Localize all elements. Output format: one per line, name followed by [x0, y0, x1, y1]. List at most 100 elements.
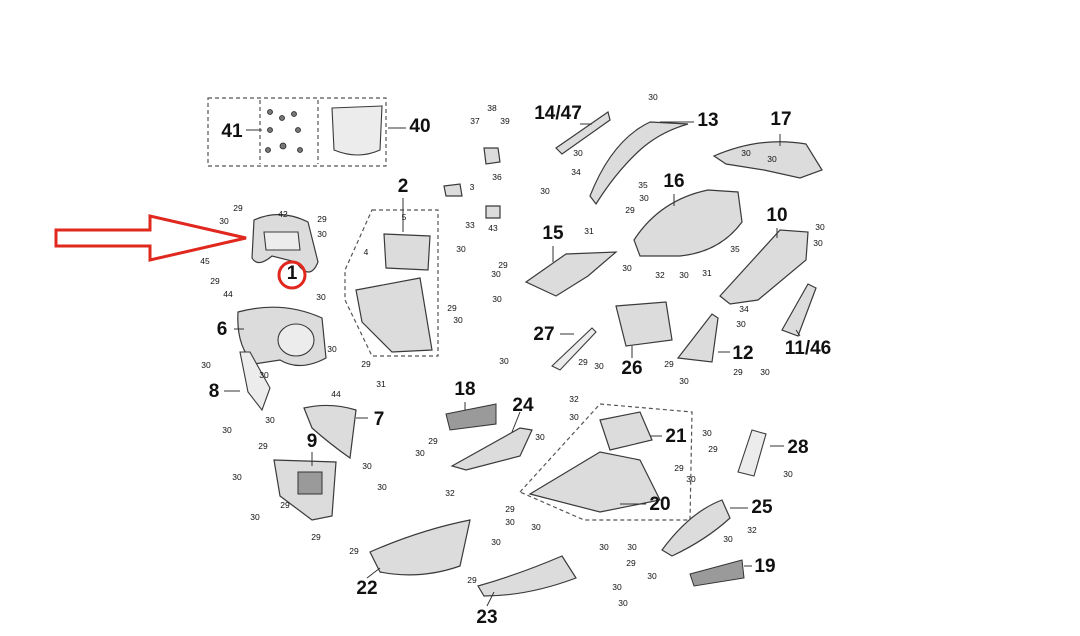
part-label-23: 23 [476, 607, 497, 628]
fastener-label-30: 30 [540, 186, 550, 196]
fastener-label-30: 30 [702, 428, 712, 438]
part-label-26: 26 [621, 358, 642, 379]
fastener-label-29: 29 [733, 367, 743, 377]
fastener-label-30: 30 [415, 448, 425, 458]
fastener-label-32: 32 [569, 394, 579, 404]
fastener-label-29: 29 [311, 532, 321, 542]
fastener-label-35: 35 [638, 180, 648, 190]
fastener-label-38: 38 [487, 103, 497, 113]
fastener-label-30: 30 [723, 534, 733, 544]
fastener-label-30: 30 [222, 425, 232, 435]
fastener-label-30: 30 [362, 461, 372, 471]
fastener-label-30: 30 [627, 542, 637, 552]
part-label-19: 19 [754, 556, 775, 577]
part-label-18: 18 [454, 379, 475, 400]
fastener-label-30: 30 [377, 482, 387, 492]
part-label-6: 6 [217, 319, 228, 340]
part-label-27: 27 [533, 324, 554, 345]
fastener-label-32: 32 [445, 488, 455, 498]
fastener-label-30: 30 [760, 367, 770, 377]
part-7-inner-cover [303, 404, 357, 460]
part-17-rear-cover [712, 141, 823, 179]
fastener-label-29: 29 [625, 205, 635, 215]
part-19-mat [689, 559, 745, 587]
fastener-label-3: 3 [470, 182, 475, 192]
part-label-14-47: 14/47 [534, 103, 582, 124]
fastener-label-39: 39 [500, 116, 510, 126]
fastener-label-37: 37 [470, 116, 480, 126]
fastener-label-29: 29 [349, 546, 359, 556]
fastener-label-30: 30 [265, 415, 275, 425]
fastener-label-32: 32 [747, 525, 757, 535]
fastener-label-29: 29 [258, 441, 268, 451]
fastener-label-30: 30 [648, 92, 658, 102]
fastener-label-30: 30 [647, 571, 657, 581]
part-27-strip [551, 327, 597, 371]
fastener-label-29: 29 [505, 504, 515, 514]
part-16-storage-box [633, 189, 743, 257]
part-11-46-side-trim [781, 283, 817, 337]
fastener-label-30: 30 [492, 294, 502, 304]
part-18-mat [445, 403, 497, 431]
leader-lines [224, 121, 801, 607]
part-40-windscreen [331, 105, 383, 156]
fastener-label-30: 30 [767, 154, 777, 164]
fastener-label-30: 30 [599, 542, 609, 552]
fastener-label-30: 30 [622, 263, 632, 273]
group-box-21 [518, 403, 693, 521]
fastener-label-45: 45 [200, 256, 210, 266]
fastener-label-4: 4 [364, 247, 369, 257]
highlight-arrow-icon [54, 214, 247, 262]
part-label-2: 2 [398, 176, 409, 197]
fastener-label-29: 29 [467, 575, 477, 585]
part-label-24: 24 [512, 395, 534, 416]
fastener-label-30: 30 [736, 319, 746, 329]
part-label-41: 41 [221, 121, 243, 142]
fastener-label-29: 29 [210, 276, 220, 286]
part-label-11-46: 11/46 [785, 338, 832, 359]
fastener-label-30: 30 [535, 432, 545, 442]
fastener-label-31: 31 [584, 226, 594, 236]
fastener-label-30: 30 [783, 469, 793, 479]
fastener-label-30: 30 [317, 229, 327, 239]
part-12-side-cover [676, 313, 719, 363]
fastener-label-29: 29 [626, 558, 636, 568]
fastener-label-29: 29 [578, 357, 588, 367]
fastener-label-30: 30 [259, 370, 269, 380]
fastener-label-34: 34 [571, 167, 581, 177]
part-22-lower-cover [369, 519, 471, 576]
fastener-label-32: 32 [655, 270, 665, 280]
fastener-label-29: 29 [428, 436, 438, 446]
fastener-label-29: 29 [498, 260, 508, 270]
fastener-label-30: 30 [453, 315, 463, 325]
fastener-label-44: 44 [331, 389, 341, 399]
part-6-lamp-opening [277, 323, 315, 357]
part-label-15: 15 [542, 223, 564, 244]
fastener-label-30: 30 [499, 356, 509, 366]
fastener-label-30: 30 [573, 148, 583, 158]
fastener-label-30: 30 [219, 216, 229, 226]
fastener-label-30: 30 [612, 582, 622, 592]
part-1-front-shield-detail [263, 231, 301, 251]
part-label-20: 20 [649, 494, 670, 515]
part-21-center-tunnel [599, 411, 653, 451]
part-36-bracket [483, 147, 501, 165]
fastener-label-33: 33 [465, 220, 475, 230]
part-41-hardware-kit [265, 109, 303, 153]
fastener-label-42: 42 [278, 209, 288, 219]
part-label-10: 10 [766, 205, 787, 226]
fastener-label-35: 35 [730, 244, 740, 254]
fastener-label-30: 30 [741, 148, 751, 158]
part-13-center-cover [589, 121, 689, 206]
group-box-41-40 [207, 97, 387, 167]
part-label-8: 8 [209, 381, 220, 402]
part-label-12: 12 [732, 343, 753, 364]
fastener-label-30: 30 [505, 517, 515, 527]
fastener-label-30: 30 [316, 292, 326, 302]
fastener-label-30: 30 [491, 269, 501, 279]
fastener-label-30: 30 [679, 376, 689, 386]
part-label-22: 22 [356, 578, 377, 599]
